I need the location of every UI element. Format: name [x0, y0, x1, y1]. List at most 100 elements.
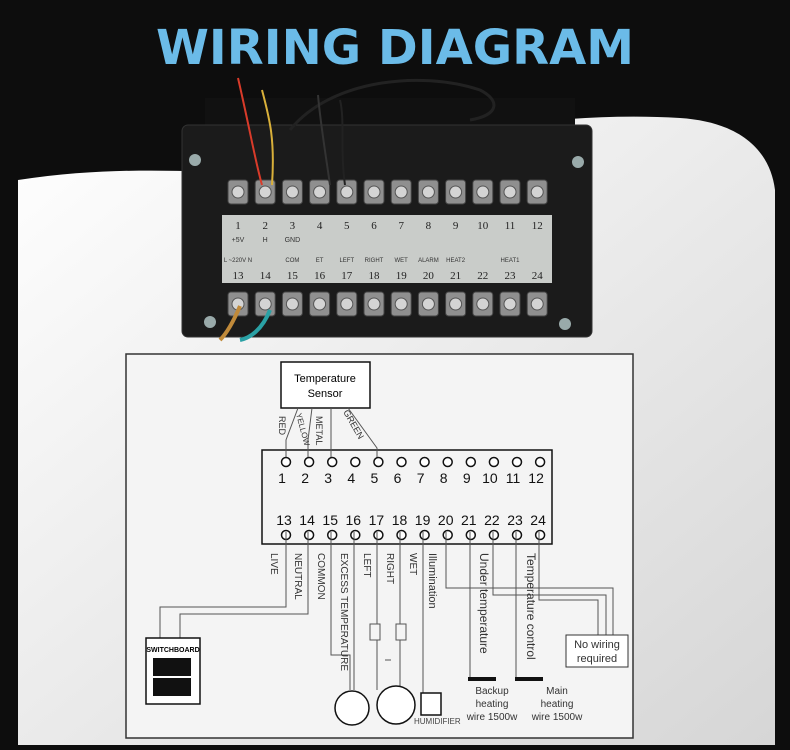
sensor-label-2: Sensor — [308, 388, 343, 400]
device-terminal-number: 4 — [317, 220, 323, 232]
device-terminal-number: 13 — [233, 270, 245, 282]
device-terminal-number: 15 — [287, 270, 299, 282]
wire-label-metal: METAL — [314, 416, 324, 445]
terminal-point — [303, 456, 315, 468]
temperature-sensor-box — [280, 361, 371, 409]
terminal-point — [465, 529, 477, 541]
terminal-label-panel — [222, 215, 552, 283]
terminal-point — [419, 456, 430, 468]
brown-wire — [218, 305, 242, 342]
screw-icon — [449, 297, 463, 311]
switchboard-label: SWITCHBOARD — [146, 647, 199, 654]
live-wire — [159, 532, 287, 638]
terminal-point — [534, 529, 546, 541]
red-wire — [237, 77, 263, 186]
terminal-point — [488, 529, 500, 541]
device-terminal-number: 11 — [505, 220, 516, 232]
terminal-point — [488, 456, 500, 468]
schematic-frame — [125, 353, 634, 739]
device-terminal-number: 10 — [477, 220, 489, 232]
device-terminal-number: 22 — [477, 270, 488, 282]
terminal-number: 9 — [463, 470, 471, 486]
terminal-number: 8 — [440, 470, 448, 486]
teal-wire — [239, 309, 272, 342]
device-terminal-number: 9 — [453, 220, 459, 232]
terminal-function-label: Under temperature — [477, 553, 491, 654]
terminal-point — [373, 456, 384, 468]
terminal-point — [396, 529, 407, 541]
main-heater-bar — [515, 677, 543, 681]
terminal-number: 23 — [507, 512, 523, 528]
switch-icon — [153, 678, 191, 696]
terminal-number: 13 — [276, 512, 292, 528]
screw-icon — [394, 185, 408, 199]
terminal-function-label: Illumination — [426, 553, 438, 609]
backup-heater-bar — [468, 677, 496, 681]
yellow-sensor-wire — [307, 407, 313, 460]
terminal-number: 15 — [322, 512, 338, 528]
terminal-number: 14 — [299, 512, 315, 528]
right-relay-icon — [395, 623, 407, 641]
terminal-function-label: RIGHT — [384, 553, 395, 584]
device-terminal-number: 6 — [371, 220, 377, 232]
terminal-function-label: LEFT — [361, 553, 372, 577]
device-terminal-number: 18 — [369, 270, 381, 282]
screw-icon — [367, 185, 381, 199]
device-terminal-label: COM — [285, 258, 299, 264]
device-terminal-label: +5V — [232, 237, 245, 244]
device-terminal-number: 14 — [260, 270, 272, 282]
page-title: WIRING DIAGRAM — [155, 20, 635, 76]
device-terminal-number: 7 — [398, 220, 404, 232]
terminal-number: 10 — [482, 470, 498, 486]
terminal-function-label: NEUTRAL — [292, 553, 303, 600]
terminal-function-label: EXCESS TEMPERATURE — [338, 553, 349, 671]
controller-terminal-block — [261, 449, 553, 545]
screw-icon — [530, 297, 544, 311]
screw-icon — [258, 185, 272, 199]
screw-icon — [231, 185, 245, 199]
screw-icon — [503, 297, 517, 311]
device-terminal-number: 3 — [290, 220, 296, 232]
device-terminal-label: ALARM — [418, 258, 439, 264]
device-terminal-number: 12 — [532, 220, 543, 232]
terminal-point — [511, 529, 523, 541]
terminal-number: 20 — [438, 512, 454, 528]
humidifier-label: HUMIDIFIER — [414, 717, 461, 726]
screw-icon — [476, 185, 490, 199]
terminal-point — [442, 529, 453, 541]
terminal-function-label: Temperature control — [524, 553, 538, 660]
device-terminal-label: H — [263, 237, 268, 244]
terminal-number: 21 — [461, 512, 477, 528]
terminal-function-label: LIVE — [268, 553, 279, 575]
device-terminal-number: 19 — [396, 270, 408, 282]
device-terminal-number: 8 — [426, 220, 432, 232]
terminal-point — [396, 456, 407, 468]
terminal-number: 22 — [484, 512, 500, 528]
yellow-wire — [261, 89, 274, 186]
terminal-number: 18 — [392, 512, 408, 528]
black-wire — [339, 99, 346, 186]
no-wiring-line2: required — [577, 653, 617, 665]
terminal-point — [419, 529, 430, 541]
terminal-number: 24 — [530, 512, 546, 528]
common-wire — [330, 532, 351, 690]
terminal-point — [326, 529, 338, 541]
terminal-number: 11 — [506, 470, 521, 486]
wire-label-red: RED — [277, 416, 287, 436]
terminal-number: 1 — [278, 470, 286, 486]
screw-icon — [421, 185, 435, 199]
terminal-point — [350, 456, 361, 468]
device-terminal-number: 1 — [235, 220, 241, 232]
heat2b-wire — [492, 532, 607, 636]
fan-motor-icon — [334, 690, 370, 726]
screw-icon — [367, 297, 381, 311]
device-terminal-number: 24 — [532, 270, 544, 282]
screw-icon — [340, 297, 354, 311]
backup-label-3: wire 1500w — [466, 712, 518, 723]
device-terminal-label: GND — [285, 237, 301, 244]
green-sensor-wire — [347, 407, 378, 460]
device-terminal-number: 16 — [314, 270, 326, 282]
backup-label-1: Backup — [475, 686, 509, 697]
terminal-number: 17 — [369, 512, 385, 528]
terminal-point — [303, 529, 315, 541]
